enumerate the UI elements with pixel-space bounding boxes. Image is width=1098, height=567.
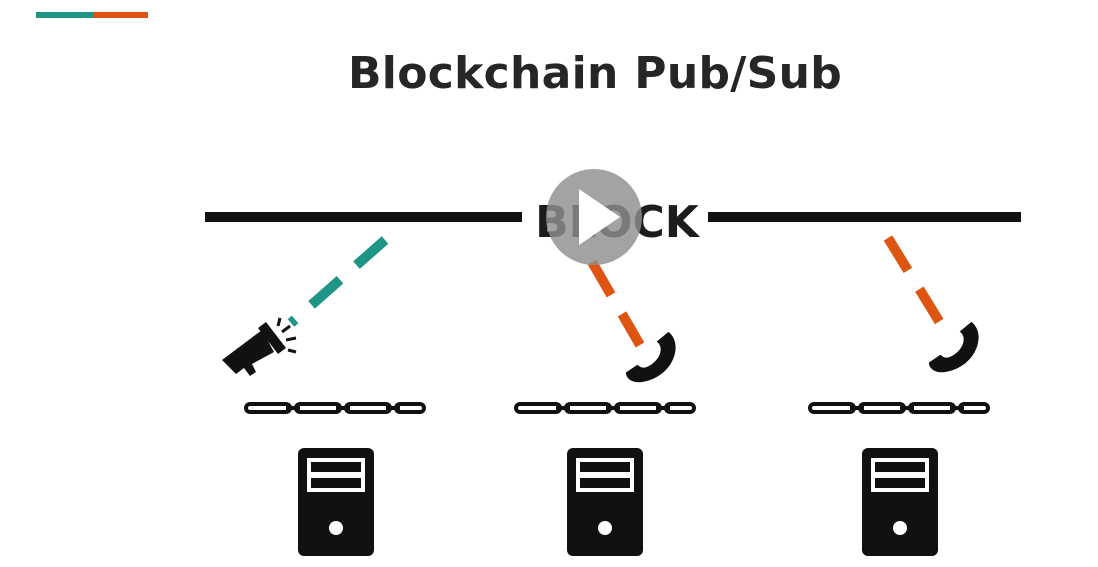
megaphone-icon xyxy=(222,317,297,376)
chain-icon xyxy=(246,404,424,412)
subscribe-signal-2 xyxy=(883,235,947,329)
accent-bar-orange xyxy=(94,12,148,18)
subscribe-signal-1 xyxy=(587,259,645,348)
accent-bar-teal xyxy=(36,12,94,18)
signal-dash-teal xyxy=(287,236,389,327)
phone-icon xyxy=(928,321,979,373)
chain-icon xyxy=(516,404,694,412)
server-icon xyxy=(862,448,938,556)
server-icon xyxy=(567,448,643,556)
publish-signal xyxy=(287,236,389,327)
chain-icon xyxy=(810,404,988,412)
play-button[interactable] xyxy=(546,169,642,265)
signal-dash-orange xyxy=(883,235,947,329)
slide-title: Blockchain Pub/Sub xyxy=(347,48,843,99)
play-icon[interactable] xyxy=(579,189,620,245)
signal-dash-orange xyxy=(587,259,645,348)
server-icon xyxy=(298,448,374,556)
